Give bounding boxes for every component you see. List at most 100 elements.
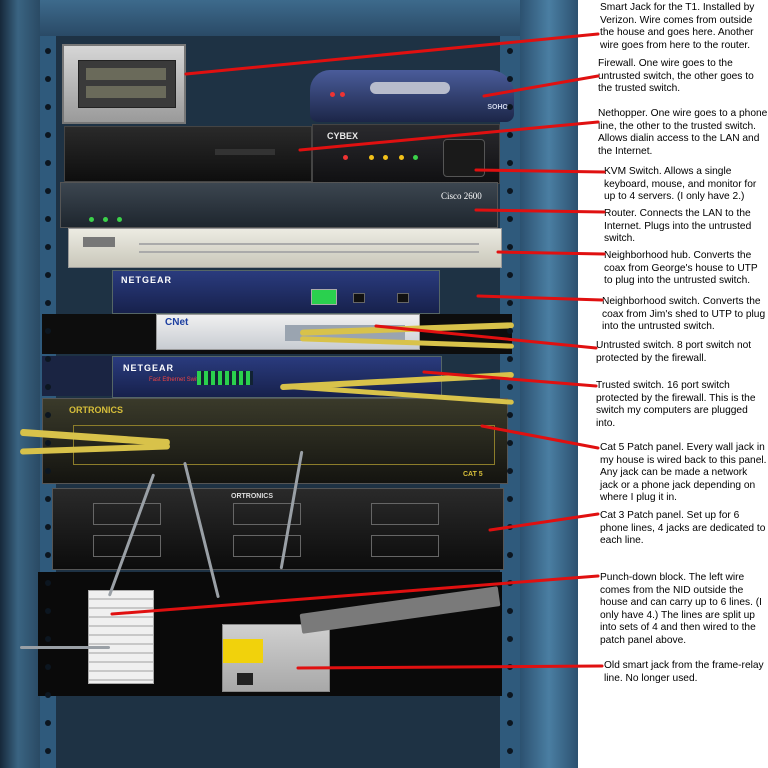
kvm-port-led [369, 155, 374, 160]
ortronics-brand-label-2: ORTRONICS [231, 493, 273, 500]
rack-rail-hole [507, 328, 513, 334]
note-cat5-patch-panel: Cat 5 Patch panel. Every wall jack in my… [600, 442, 767, 504]
rack-rail-hole [45, 748, 51, 754]
rack-rail-hole [507, 160, 513, 166]
rack-rail-hole [45, 496, 51, 502]
rack-rail-hole [507, 188, 513, 194]
rack-rail-hole [45, 636, 51, 642]
rack-rail-hole [45, 48, 51, 54]
rack-rail-hole [45, 132, 51, 138]
status-led [340, 92, 345, 97]
rack-rail-hole [45, 76, 51, 82]
rack-rail-hole [45, 272, 51, 278]
rack-rail-hole [45, 524, 51, 530]
note-trusted-switch: Trusted switch. 16 port switch protected… [596, 380, 756, 429]
rack-rail-hole [507, 608, 513, 614]
rack-rail-hole [45, 104, 51, 110]
note-kvm-switch: KVM Switch. Allows a single keyboard, mo… [604, 166, 757, 203]
netgear-brand-label: NETGEAR [121, 275, 173, 285]
trusted-switch-shelf [42, 356, 112, 396]
rack-rail-hole [45, 160, 51, 166]
ortronics-brand-label: ORTRONICS [69, 405, 123, 415]
rack-rail-hole [507, 468, 513, 474]
rack-rail-hole [507, 272, 513, 278]
rack-rail-hole [507, 664, 513, 670]
rack-rail-hole [507, 720, 513, 726]
rack-rail-hole [507, 440, 513, 446]
rack-rail-hole [45, 440, 51, 446]
cabinet-right-wall [520, 0, 578, 768]
rack-rail-hole [507, 104, 513, 110]
rack-rail-hole [507, 356, 513, 362]
rj45-port [353, 293, 365, 303]
punch-down-block-device [88, 590, 154, 684]
rack-rail-hole [507, 580, 513, 586]
status-led [330, 92, 335, 97]
note-router: Router. Connects the LAN to the Internet… [604, 208, 752, 245]
kvm-port-led [399, 155, 404, 160]
rack-rail-hole [507, 748, 513, 754]
rj45-port [397, 293, 409, 303]
rack-rail-hole [45, 328, 51, 334]
kvm-port-led [383, 155, 388, 160]
rack-rail-hole [45, 300, 51, 306]
rack-rail-hole [45, 664, 51, 670]
rack-rail-hole [507, 132, 513, 138]
rack-rail-hole [45, 468, 51, 474]
note-old-smart-jack: Old smart jack from the frame-relay line… [604, 660, 764, 684]
rack-rail-hole [507, 384, 513, 390]
neighborhood-hub-device [68, 228, 502, 268]
rack-rail-hole [45, 412, 51, 418]
rack-rail-hole [45, 692, 51, 698]
rack-rail-hole [45, 580, 51, 586]
firewall-brand-label: SOHO [487, 104, 508, 111]
rack-rail-hole [45, 188, 51, 194]
rack-rail-hole [507, 48, 513, 54]
rack-rail-hole [507, 76, 513, 82]
kvm-port-led [413, 155, 418, 160]
note-neighborhood-switch: Neighborhood switch. Converts the coax f… [602, 296, 766, 333]
router-device: Cisco 2600 [60, 182, 498, 228]
firewall-device: SOHO [310, 70, 514, 122]
rack-rail-hole [507, 244, 513, 250]
router-led [89, 217, 94, 222]
rack-rail-hole [507, 552, 513, 558]
router-led [103, 217, 108, 222]
switch-model-label: Fast Ethernet Switch [149, 377, 205, 383]
note-untrusted-switch: Untrusted switch. 8 port switch not prot… [596, 340, 752, 364]
rack-rail-hole [45, 216, 51, 222]
netgear-brand-label-2: NETGEAR [123, 363, 175, 373]
rack-rail-hole [507, 496, 513, 502]
rack-rail-hole [507, 216, 513, 222]
annotation-column: Smart Jack for the T1. Installed by Veri… [578, 0, 768, 768]
neighborhood-switch-device: NETGEAR [112, 270, 440, 314]
cnet-brand-label: CNet [165, 317, 189, 328]
rack-rail-hole [507, 636, 513, 642]
rack-rail-hole [45, 384, 51, 390]
cat3-patch-panel-device: ORTRONICS [52, 488, 504, 570]
note-neighborhood-hub: Neighborhood hub. Converts the coax from… [604, 250, 758, 287]
old-smart-jack-device [222, 624, 330, 692]
rack-rail-hole [507, 300, 513, 306]
rack-rail-hole [45, 552, 51, 558]
note-punch-down-block: Punch-down block. The left wire comes fr… [600, 572, 762, 646]
kvm-switch-device: CYBEX [312, 124, 500, 184]
rack-rail-hole [45, 356, 51, 362]
note-firewall: Firewall. One wire goes to the untrusted… [598, 58, 754, 95]
cat5-label: CAT 5 [463, 471, 483, 478]
smart-jack-t1-device [62, 44, 186, 124]
note-smart-jack-t1: Smart Jack for the T1. Installed by Veri… [600, 2, 755, 51]
nethopper-device [64, 126, 312, 182]
rack-rail-hole [45, 608, 51, 614]
note-cat3-patch-panel: Cat 3 Patch panel. Set up for 6 phone li… [600, 510, 766, 547]
rack-rail-hole [507, 692, 513, 698]
rack-rail-hole [507, 524, 513, 530]
network-rack-photo: SOHO CYBEX Cisco 2600 [0, 0, 578, 768]
rack-rail-hole [45, 720, 51, 726]
cabinet-top [0, 0, 578, 36]
router-led [117, 217, 122, 222]
rack-rail-hole [507, 412, 513, 418]
grey-cable [20, 646, 110, 649]
rack-rail-hole [45, 244, 51, 250]
